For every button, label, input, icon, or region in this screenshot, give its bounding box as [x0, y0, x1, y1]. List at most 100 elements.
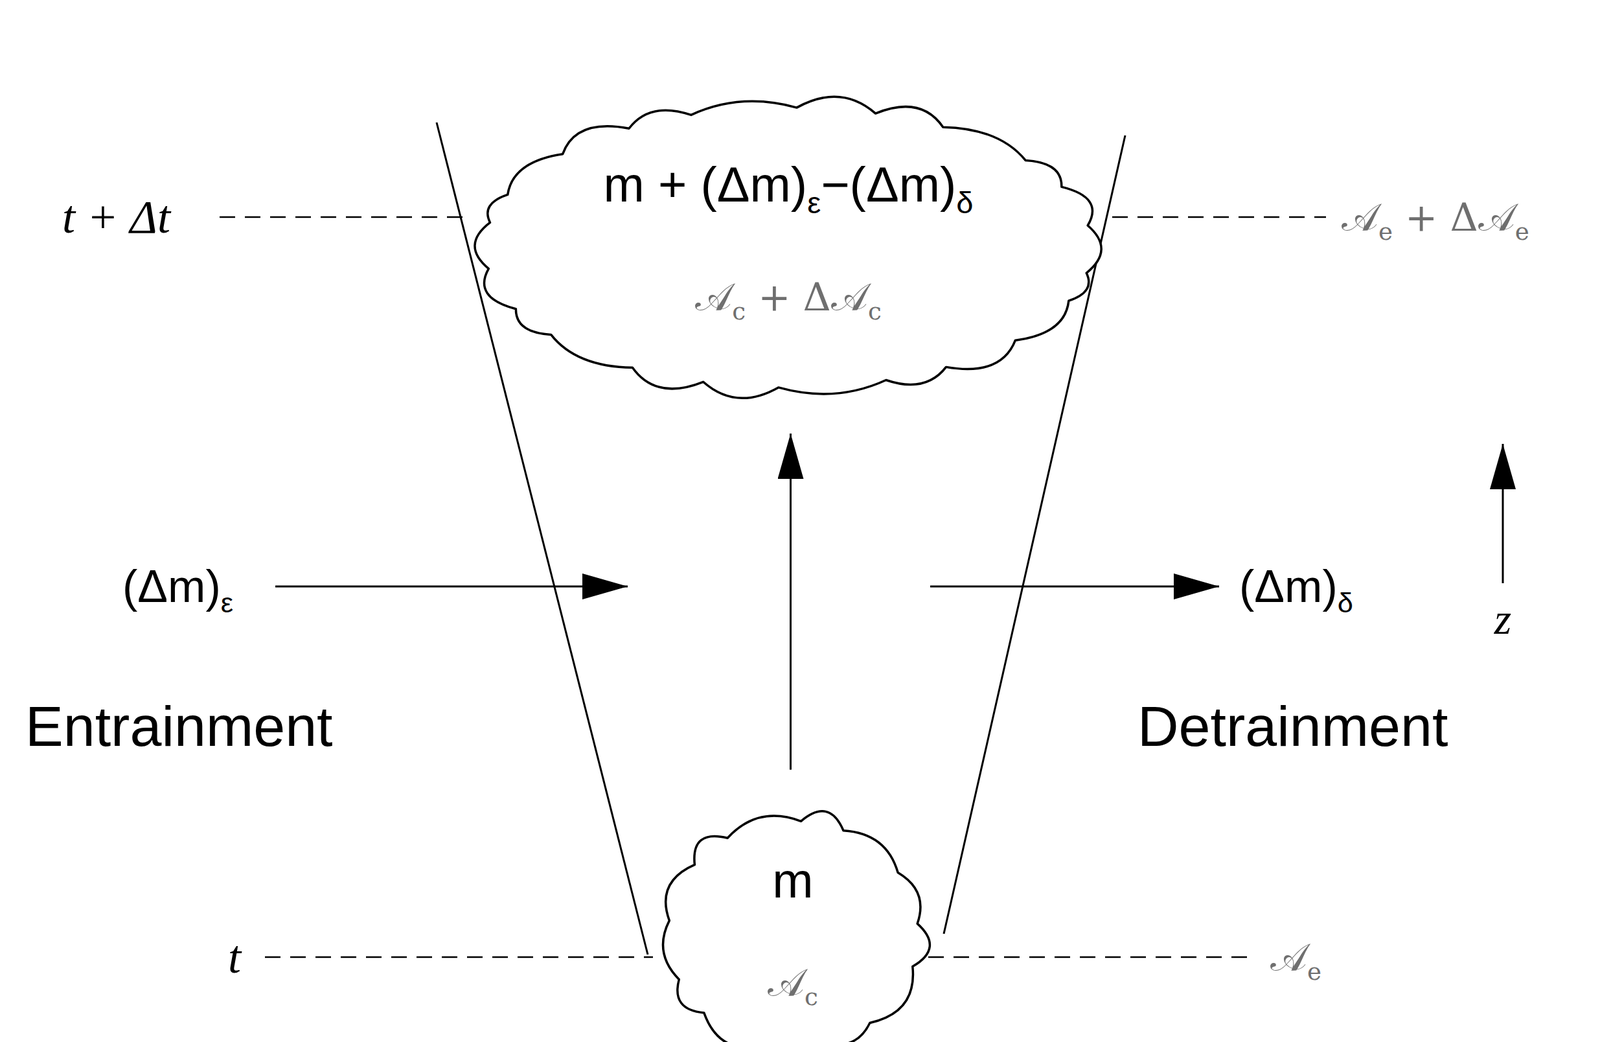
cloud-node: m𝒜c [652, 805, 934, 1042]
glyph: + [1405, 194, 1438, 240]
glyph: t [157, 191, 171, 243]
glyph: n [285, 693, 317, 758]
glyph: m [1284, 560, 1323, 612]
time-level-line [264, 956, 653, 959]
glyph: a [1245, 693, 1277, 758]
time-level-line [928, 956, 1250, 959]
glyph: m [1321, 693, 1369, 758]
glyph: + [658, 156, 687, 212]
detrainment-arrow [930, 585, 1220, 588]
glyph [118, 191, 131, 243]
glyph: 𝒜 [831, 274, 869, 320]
axis-label: z [1494, 593, 1512, 644]
glyph: e [1368, 693, 1401, 758]
glyph: t [316, 693, 333, 758]
detrained-mass-label: (Δm)δ [1239, 560, 1354, 613]
glyph: Δ [717, 156, 751, 212]
time-label: t + Δt [62, 190, 171, 245]
glyph: m [167, 560, 206, 612]
glyph: ( [1239, 560, 1255, 612]
glyph: + [757, 274, 791, 320]
glyph: Δ [803, 274, 832, 320]
glyph: Δ [1254, 560, 1285, 612]
cloud-area-text: 𝒜c [767, 960, 819, 1005]
glyph: i [161, 693, 175, 758]
glyph: Δ [1449, 194, 1478, 240]
glyph [644, 156, 659, 212]
glyph: m [899, 156, 940, 212]
glyph: m [750, 156, 791, 212]
glyph: t [228, 930, 241, 983]
time-label: t [228, 930, 241, 984]
glyph: E [25, 693, 64, 758]
time-level-line [1112, 216, 1326, 219]
cloud-shape [662, 811, 930, 1042]
glyph: 𝒜 [1478, 194, 1516, 240]
glyph: m [603, 156, 645, 212]
subscript: e [1378, 217, 1393, 246]
cloud-outline [469, 91, 1108, 403]
glyph: 𝒜 [695, 274, 732, 320]
subscript: δ [956, 185, 973, 220]
glyph: n [63, 693, 96, 758]
glyph: r [110, 693, 130, 758]
glyph: Δ [130, 191, 158, 243]
cloud-area-text: 𝒜c + Δ𝒜c [695, 274, 881, 320]
glyph [686, 156, 701, 212]
glyph [745, 274, 758, 320]
glyph: n [1289, 693, 1322, 758]
cloud-node: m + (Δm)ε−(Δm)δ𝒜c + Δ𝒜c [469, 91, 1108, 403]
cloud-shape [474, 96, 1102, 398]
updraft-arrow [789, 433, 792, 770]
glyph: i [1276, 693, 1290, 758]
glyph: t [1210, 693, 1227, 758]
glyph: n [174, 693, 206, 758]
glyph: m [205, 693, 254, 758]
subscript: c [804, 982, 819, 1011]
glyph: m [772, 852, 813, 908]
subscript: e [1307, 956, 1322, 986]
subscript: c [868, 296, 882, 326]
cloud-content: m + (Δm)ε−(Δm)δ𝒜c + Δ𝒜c [469, 91, 1108, 403]
glyph: t [1432, 693, 1448, 758]
glyph: ) [1322, 560, 1338, 612]
subscript: c [731, 296, 746, 326]
glyph: t [62, 191, 76, 243]
entrained-mass-label: (Δm)ε [122, 560, 234, 613]
subscript: δ [1337, 586, 1354, 618]
glyph: n [1400, 693, 1433, 758]
glyph: t [95, 693, 111, 758]
glyph: ) [939, 156, 957, 212]
glyph: ( [700, 156, 717, 212]
glyph: − [820, 156, 850, 212]
glyph: r [1226, 693, 1246, 758]
glyph: 𝒜 [767, 959, 805, 1005]
subscript: ε [220, 586, 234, 618]
glyph: a [129, 693, 162, 758]
environment-area-label: 𝒜e + Δ𝒜e [1341, 194, 1530, 240]
glyph: ) [790, 156, 808, 212]
glyph: z [1494, 594, 1512, 644]
glyph: 𝒜 [1270, 934, 1308, 980]
glyph: e [253, 693, 286, 758]
glyph: ( [122, 560, 138, 612]
glyph: ( [849, 156, 867, 212]
cloud-content: m𝒜c [652, 805, 934, 1042]
entrainment-arrow [275, 585, 628, 588]
subscript: e [1515, 217, 1530, 246]
glyph: e [1178, 693, 1211, 758]
subscript: ε [807, 185, 821, 220]
process-label: Entrainment [25, 693, 333, 759]
environment-area-label: 𝒜e [1270, 934, 1322, 980]
glyph [790, 274, 803, 320]
glyph: ) [205, 560, 221, 612]
z-axis-arrow [1502, 443, 1505, 583]
glyph [75, 191, 87, 243]
cloud-mass-text: m + (Δm)ε−(Δm)δ [603, 156, 974, 213]
time-level-line [219, 216, 465, 219]
glyph: Δ [866, 156, 900, 212]
glyph [1437, 194, 1450, 240]
cloud-mass-text: m [772, 851, 813, 909]
glyph: Δ [137, 560, 168, 612]
